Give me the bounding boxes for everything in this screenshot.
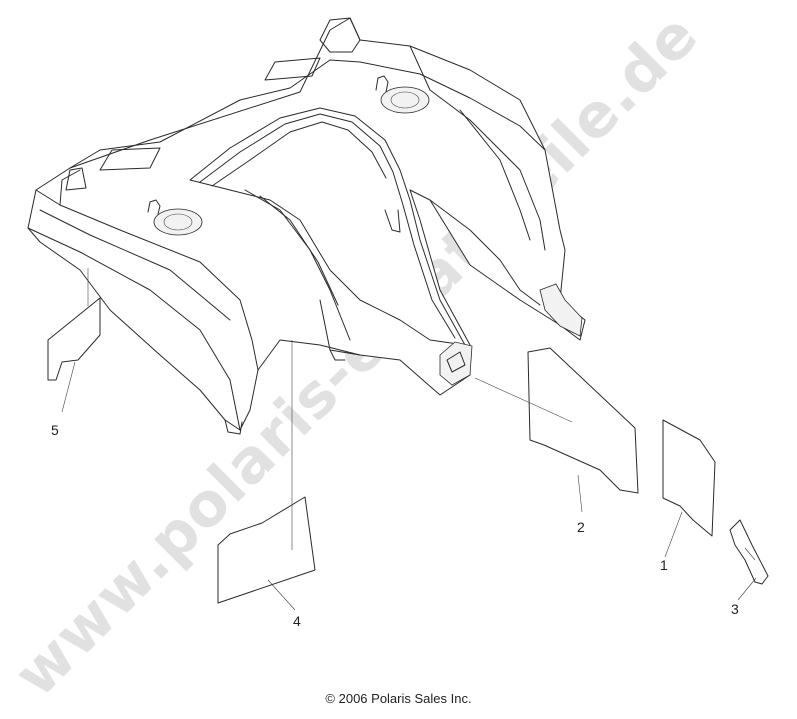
decal-part-2 (474, 347, 639, 494)
callout-4: 4 (293, 613, 301, 629)
callout-5: 5 (51, 422, 59, 438)
callout-3: 3 (731, 601, 739, 617)
rear-cab-body (27, 17, 586, 435)
decal-part-3 (729, 519, 769, 585)
decal-part-1 (662, 419, 716, 537)
callout-1: 1 (660, 557, 668, 573)
decal-part-4 (217, 340, 316, 604)
decal-part-5 (47, 268, 101, 381)
copyright-text: © 2006 Polaris Sales Inc. (325, 691, 472, 706)
leader-lines (61, 361, 757, 611)
callout-2: 2 (577, 519, 585, 535)
